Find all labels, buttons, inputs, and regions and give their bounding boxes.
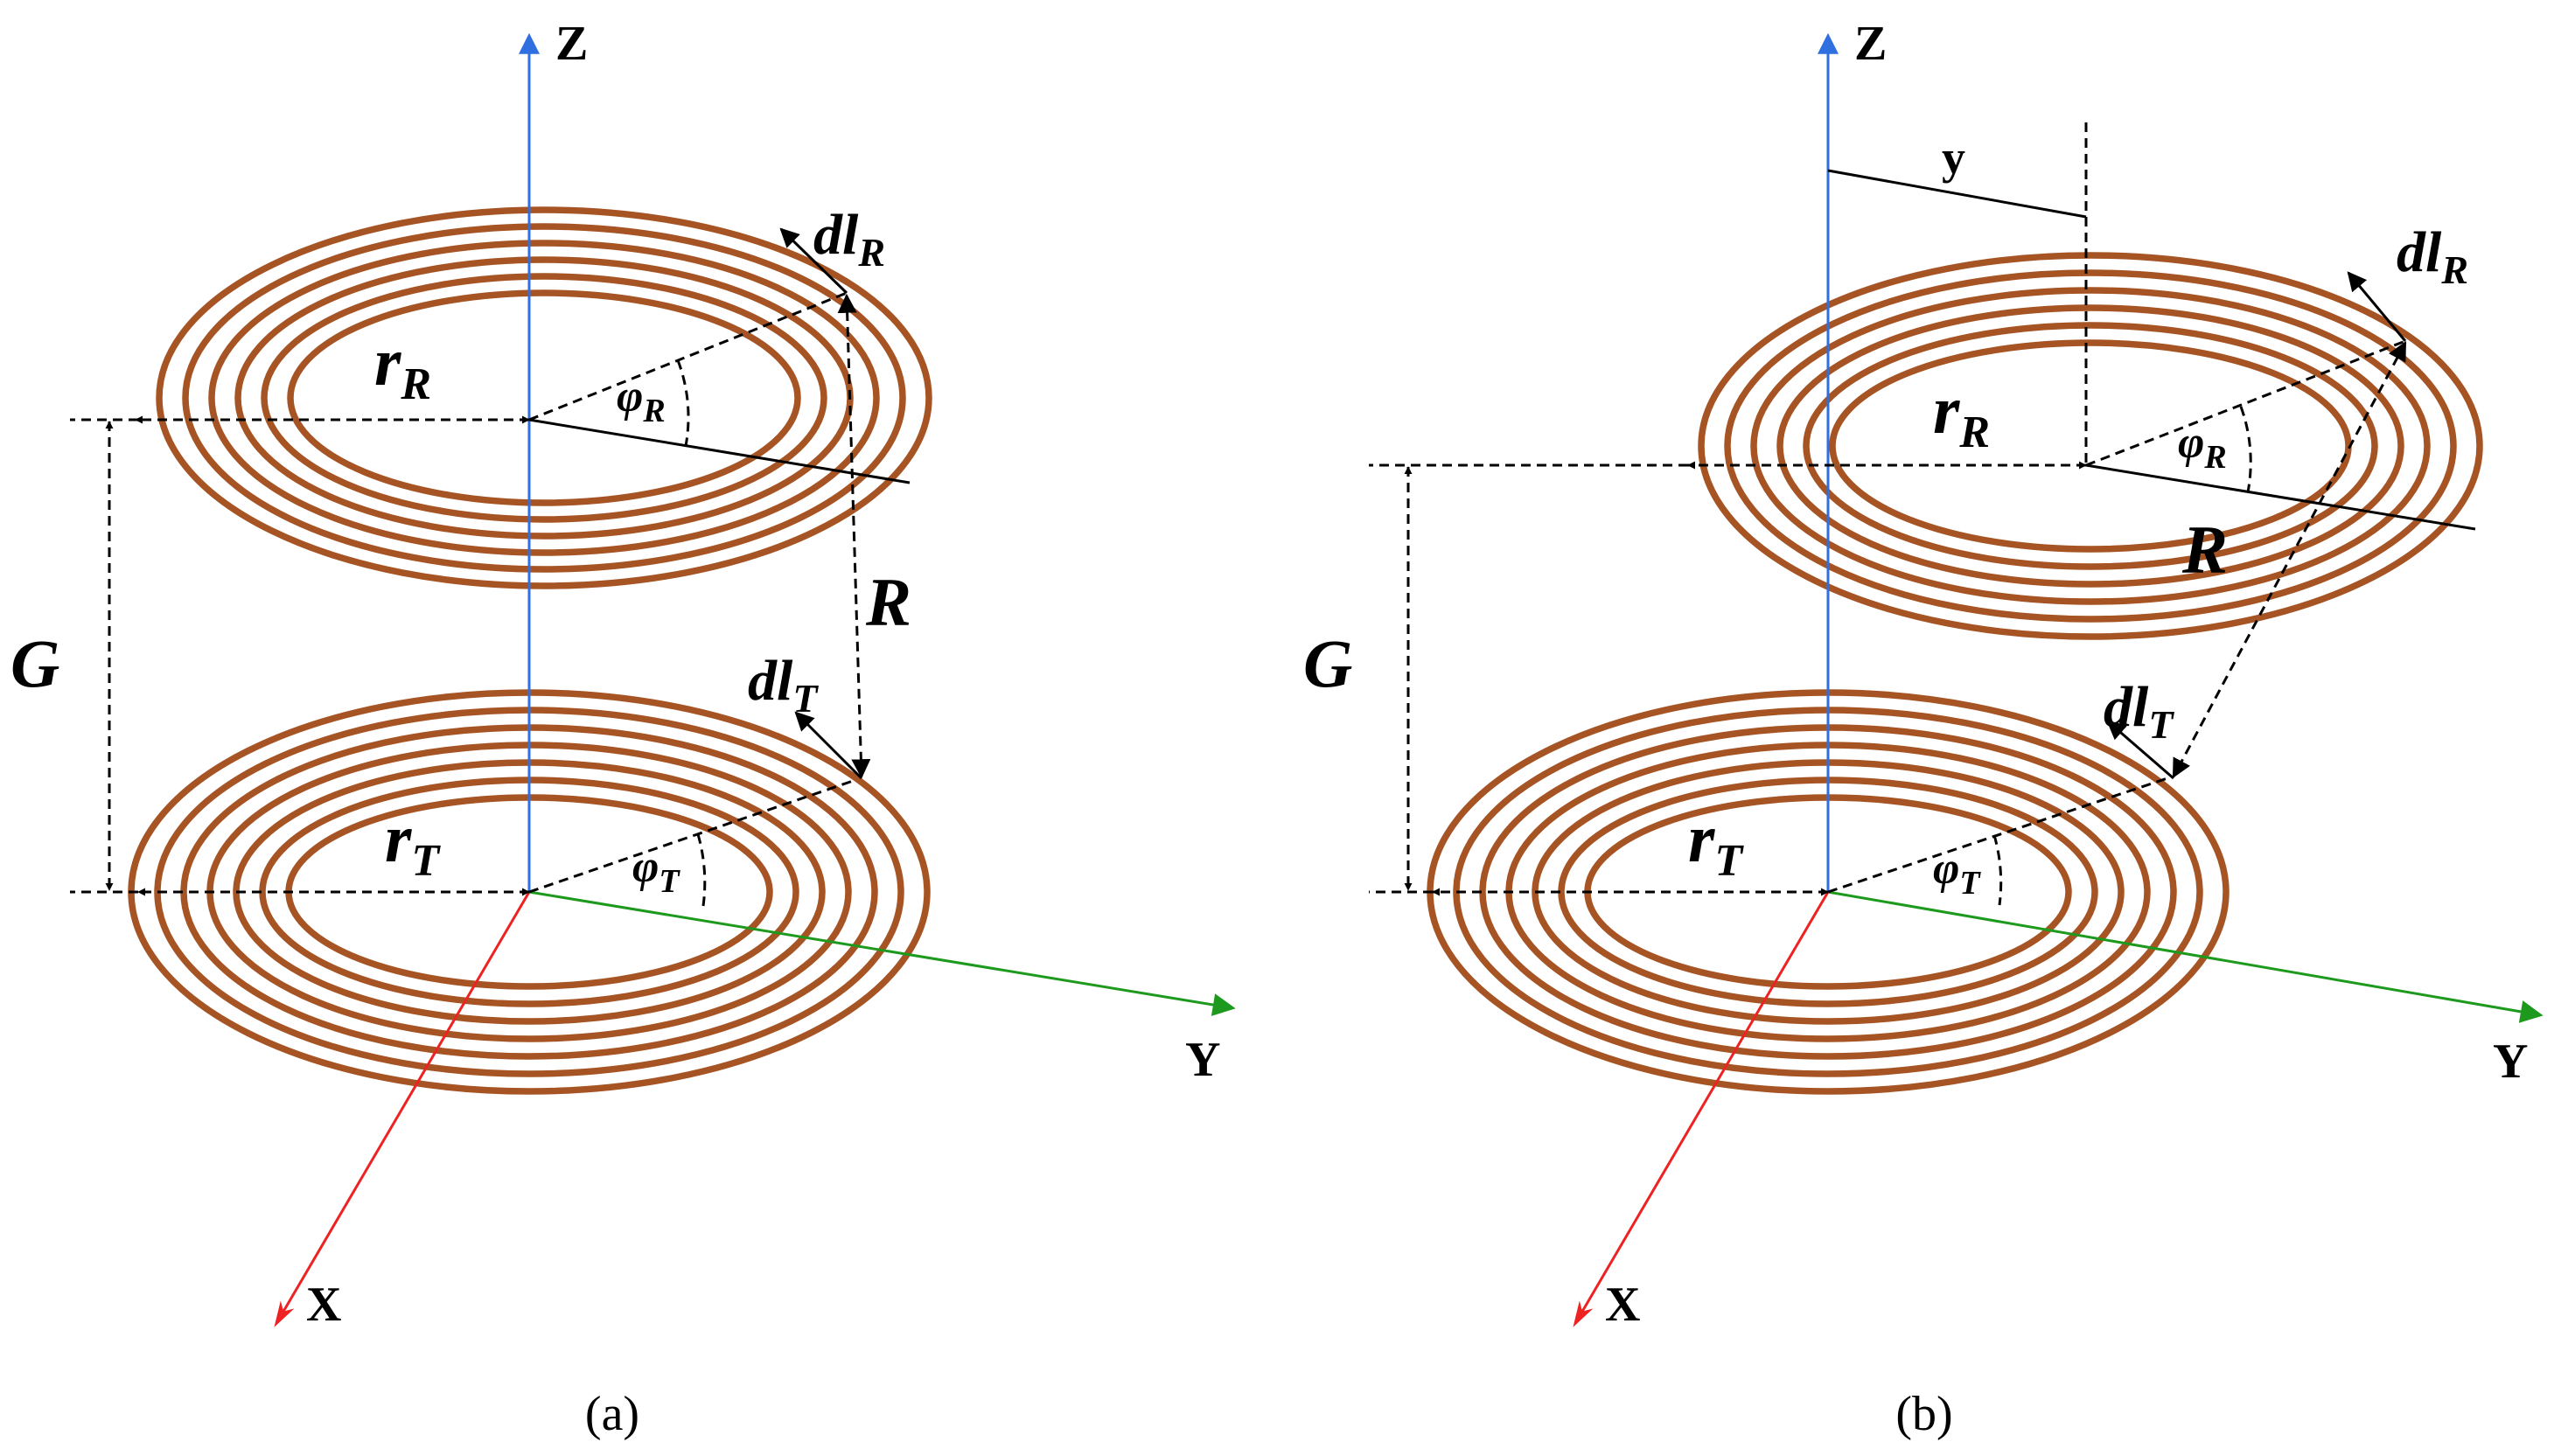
transmitter-radius-label: rT <box>385 800 441 886</box>
y-axis-label: Y <box>1185 1033 1220 1087</box>
gap-label: G <box>1303 625 1352 701</box>
x-axis <box>1573 891 1830 1327</box>
transmitter-element-vector <box>794 711 863 780</box>
receiver-element-vector <box>2347 271 2407 342</box>
transmitter-angle-label: φT <box>1933 844 1981 902</box>
gap-label: G <box>10 625 59 701</box>
caption-b: (b) <box>1895 1387 1952 1441</box>
receiver-coil <box>1698 252 2483 640</box>
transmitter-radius-label: rT <box>1688 800 1744 886</box>
receiver-element-vector <box>779 227 848 295</box>
panel-a: Z Y X rR rT φR φT dlR dlT R G (a) <box>10 17 1236 1441</box>
transmitter-angle-label: φT <box>632 842 680 900</box>
x-axis-label: X <box>1605 1278 1640 1332</box>
x-axis-label: X <box>306 1278 341 1332</box>
offset-label: y <box>1942 131 1965 184</box>
y-axis <box>528 890 1236 1016</box>
distance-line <box>837 293 871 779</box>
receiver-angle-label: φR <box>2178 418 2227 476</box>
distance-line <box>2172 341 2407 778</box>
transmitter-element-vector <box>2106 720 2174 780</box>
panel-b: Z Y X y rR rT φR φT dlR dlT R G (b) <box>1303 17 2544 1441</box>
y-axis-label: Y <box>2493 1035 2528 1089</box>
y-axis <box>1827 890 2544 1023</box>
transmitter-element-label: dlT <box>748 649 819 721</box>
receiver-radius-label: rR <box>374 324 431 409</box>
x-axis <box>274 891 531 1327</box>
transmitter-element-label: dlT <box>2104 675 2174 747</box>
distance-label: R <box>2181 512 2228 588</box>
offset-line <box>1827 169 2087 219</box>
caption-a: (a) <box>585 1387 639 1441</box>
z-axis-label: Z <box>1854 17 1887 71</box>
z-axis-label: Z <box>555 17 588 71</box>
receiver-radius-label: rR <box>1933 372 1990 457</box>
distance-label: R <box>865 564 911 640</box>
receiver-angle-label: φR <box>617 372 666 429</box>
receiver-element-label: dlR <box>2397 220 2468 292</box>
receiver-element-label: dlR <box>813 203 885 275</box>
